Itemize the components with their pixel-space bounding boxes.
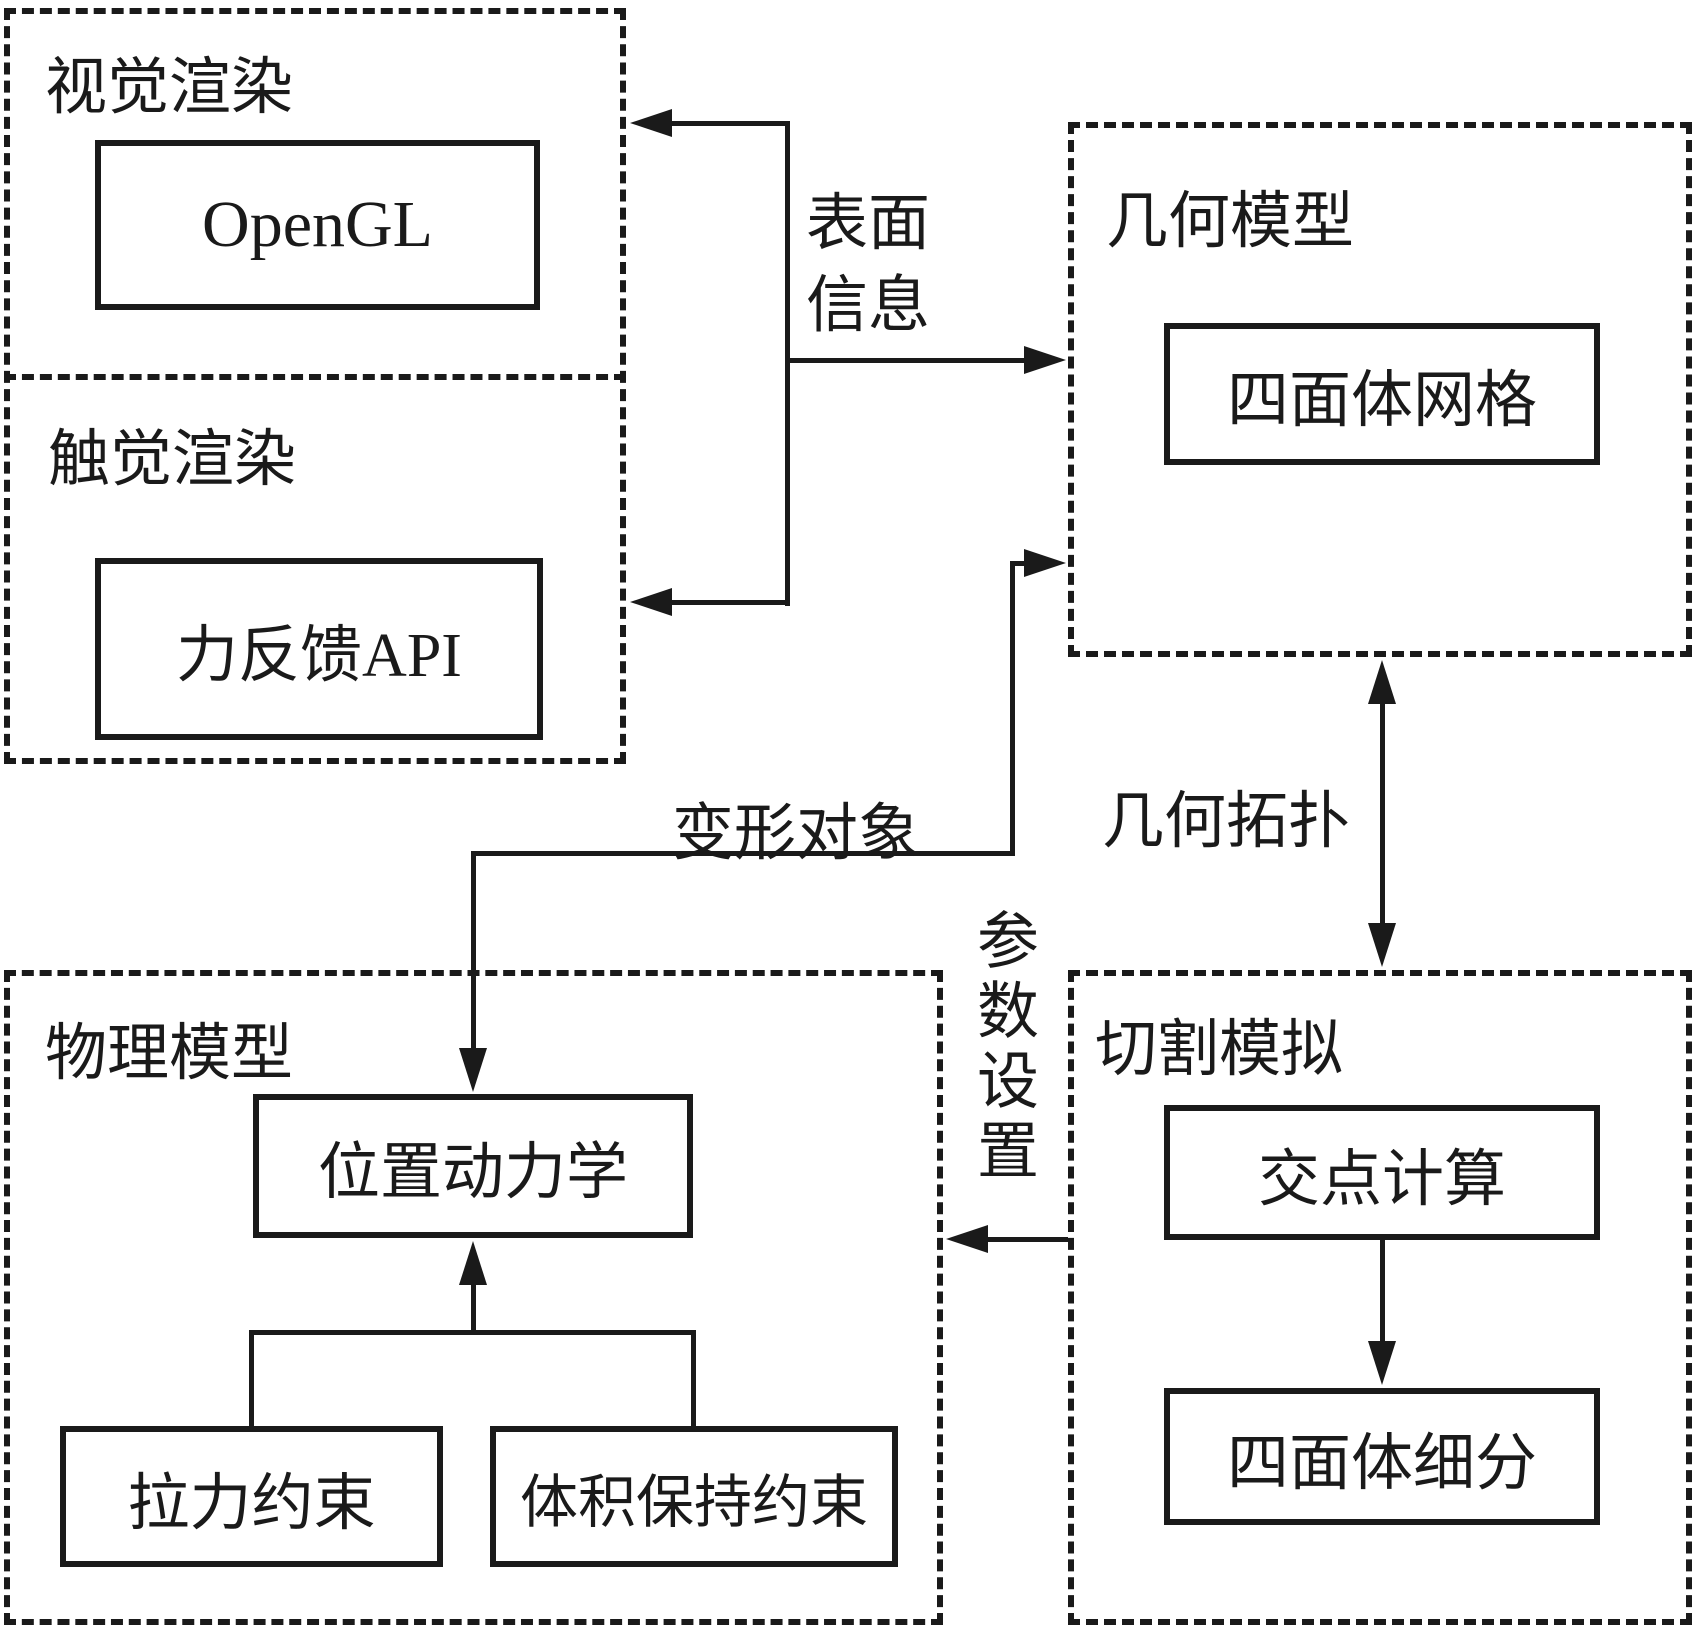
constraints-riser-line [471, 1278, 476, 1334]
rendering-group-box [4, 8, 626, 764]
intersection-computation-label: 交点计算 [1257, 1145, 1506, 1214]
tetrahedron-subdivision-label: 四面体细分 [1226, 1429, 1537, 1498]
parameter-setting-arrowhead [946, 1225, 988, 1253]
tension-constraint-label: 拉力约束 [127, 1469, 376, 1538]
cutting-simulation-group-box [1068, 970, 1692, 1625]
position-dynamics-label: 位置动力学 [317, 1139, 628, 1207]
surface-to-geometry-line [785, 358, 1030, 363]
geometric-model-title: 几何模型 [1106, 188, 1355, 256]
opengl-box: OpenGL [95, 140, 540, 310]
tetrahedron-subdivision-box: 四面体细分 [1164, 1388, 1600, 1525]
visual-rendering-title: 视觉渲染 [45, 54, 294, 122]
haptic-rendering-title: 触觉渲染 [48, 426, 297, 494]
volume-constraint-label: 体积保持约束 [519, 1469, 868, 1535]
topology-line [1380, 698, 1385, 930]
topology-up-arrowhead [1368, 660, 1396, 704]
surface-to-haptic-line [662, 600, 790, 605]
surface-to-visual-arrowhead [630, 109, 672, 137]
opengl-label: OpenGL [202, 188, 433, 261]
deform-to-geometry-line [1010, 561, 1030, 566]
physical-model-title: 物理模型 [45, 1020, 294, 1088]
constraints-to-dynamics-arrowhead [459, 1241, 487, 1285]
tension-constraint-box: 拉力约束 [60, 1426, 443, 1567]
geometry-topology-label: 几何拓扑 [1102, 788, 1351, 856]
geometric-model-group-box [1068, 122, 1692, 657]
intersection-to-subdivision-arrowhead [1368, 1341, 1396, 1385]
constraints-bracket-line [249, 1330, 696, 1335]
force-feedback-api-box: 力反馈API [95, 558, 543, 740]
intersection-computation-box: 交点计算 [1164, 1105, 1600, 1240]
cutting-simulation-title: 切割模拟 [1095, 1016, 1344, 1084]
deform-to-geometry-arrowhead [1024, 549, 1066, 577]
parameter-setting-line [984, 1237, 1068, 1242]
rendering-group-divider [4, 374, 626, 380]
intersection-to-subdivision-line [1380, 1240, 1385, 1346]
parameter-setting-label: 参数设置 [967, 908, 1035, 1188]
deform-right-riser-line [1010, 561, 1015, 856]
deform-object-label: 变形对象 [672, 800, 921, 868]
surface-to-geometry-arrowhead [1024, 346, 1066, 374]
deform-horizontal-line [471, 851, 1015, 856]
surface-info-backbone-line [785, 121, 790, 606]
tetrahedral-mesh-box: 四面体网格 [1164, 323, 1600, 465]
force-feedback-api-label: 力反馈API [176, 622, 462, 690]
surface-to-visual-line [662, 121, 790, 126]
topology-down-arrowhead [1368, 923, 1396, 967]
deform-to-dynamics-arrowhead [459, 1048, 487, 1092]
surface-to-haptic-arrowhead [630, 588, 672, 616]
position-dynamics-box: 位置动力学 [253, 1094, 693, 1238]
deform-riser-line [471, 851, 476, 1055]
tetrahedral-mesh-label: 四面体网格 [1226, 367, 1537, 435]
volume-bracket-drop-line [691, 1330, 696, 1426]
volume-constraint-box: 体积保持约束 [490, 1426, 898, 1567]
surface-info-label: 表面信息 [806, 190, 931, 340]
tension-bracket-drop-line [249, 1330, 254, 1426]
